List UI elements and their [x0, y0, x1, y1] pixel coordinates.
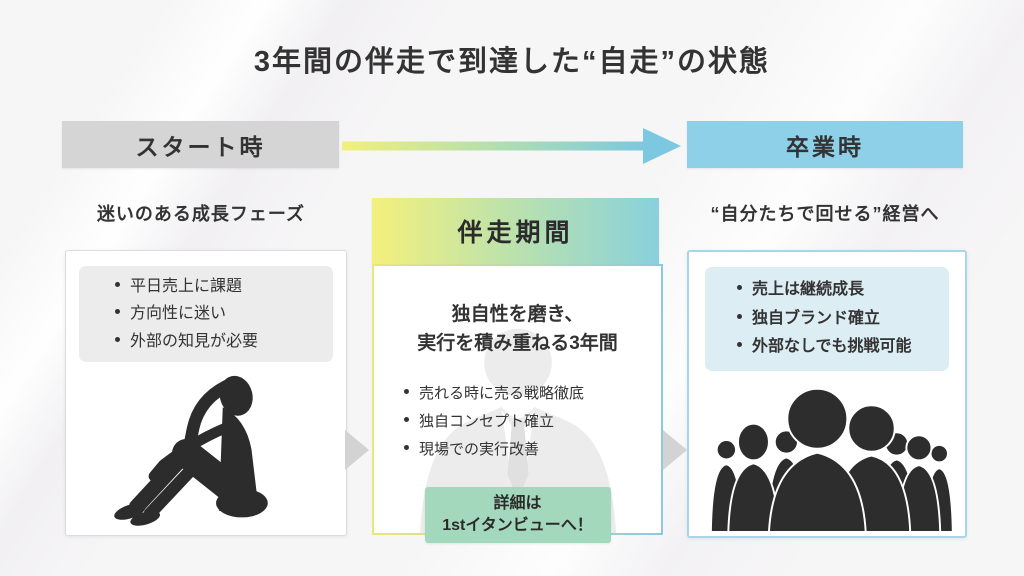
middle-section-card: 独自性を磨き、 実行を積み重ねる3年間 売れる時に売る戦略徹底 独自コンセプト確…	[372, 264, 663, 543]
bullet-text: 平日売上に課題	[130, 277, 243, 295]
bullet-dot-icon	[115, 336, 120, 342]
bullet-dot-icon	[404, 416, 409, 422]
list-item: 売れる時に売る戦略徹底	[404, 380, 584, 408]
people-group-silhouette-icon	[709, 387, 953, 532]
cta-line1: 詳細は	[493, 495, 542, 513]
timeline-start-label: スタート時	[135, 133, 266, 160]
end-section-bullet-list: 売上は継続成長 独自ブランド確立 外部なしでも挑戦可能	[705, 267, 949, 371]
middle-section-bullet-list: 売れる時に売る戦略徹底 独自コンセプト確立 現場での実行改善	[404, 380, 584, 463]
middle-section-header: 伴走期間	[372, 198, 659, 264]
list-item: 平日売上に課題	[115, 273, 333, 301]
bullet-dot-icon	[737, 342, 742, 348]
end-section-heading: “自分たちで回せる”経営へ	[710, 204, 940, 224]
start-section-bullet-list: 平日売上に課題 方向性に迷い 外部の知見が必要	[79, 266, 333, 362]
bullet-text: 現場での実行改善	[419, 440, 540, 458]
timeline-start-header: スタート時	[62, 121, 339, 168]
list-item: 現場での実行改善	[404, 436, 584, 464]
chevron-right-icon	[345, 430, 369, 470]
cta-banner: 詳細は 1stイタンビューへ！	[424, 487, 611, 543]
start-section-heading: 迷いのある成長フェーズ	[96, 204, 306, 224]
bullet-text: 方向性に迷い	[130, 305, 227, 323]
bullet-text: 売上は継続成長	[752, 281, 865, 299]
middle-summary-line1: 独自性を磨き、	[451, 304, 584, 325]
bullet-text: 外部の知見が必要	[130, 332, 259, 350]
chevron-right-icon	[663, 430, 687, 470]
list-item: 独自ブランド確立	[737, 305, 949, 333]
list-item: 独自コンセプト確立	[404, 408, 584, 436]
bullet-text: 独自コンセプト確立	[419, 412, 555, 430]
cta-line2: 1stイタンビューへ！	[442, 517, 593, 534]
end-section-card: 売上は継続成長 独自ブランド確立 外部なしでも挑戦可能	[687, 250, 967, 538]
page-title: 3年間の伴走で到達した“自走”の状態	[253, 46, 771, 78]
bullet-dot-icon	[737, 285, 742, 291]
middle-section-heading: 伴走期間	[457, 219, 574, 247]
bullet-dot-icon	[737, 313, 742, 319]
bullet-text: 独自ブランド確立	[752, 309, 881, 327]
list-item: 売上は継続成長	[737, 276, 949, 304]
bullet-dot-icon	[115, 281, 120, 287]
middle-summary: 独自性を磨き、 実行を積み重ねる3年間	[374, 300, 661, 359]
middle-summary-line2: 実行を積み重ねる3年間	[417, 333, 618, 355]
bullet-dot-icon	[404, 444, 409, 450]
list-item: 外部なしでも挑戦可能	[737, 333, 949, 361]
bullet-text: 外部なしでも挑戦可能	[752, 338, 912, 356]
timeline-end-label: 卒業時	[786, 133, 864, 160]
timeline-end-header: 卒業時	[687, 121, 963, 168]
bullet-dot-icon	[404, 389, 409, 394]
bullet-dot-icon	[115, 309, 120, 315]
sitting-person-silhouette-icon	[114, 375, 268, 526]
list-item: 外部の知見が必要	[115, 328, 333, 356]
bullet-text: 売れる時に売る戦略徹底	[419, 385, 585, 402]
timeline-arrow-icon	[342, 128, 681, 164]
list-item: 方向性に迷い	[115, 300, 333, 328]
start-section-card: 平日売上に課題 方向性に迷い 外部の知見が必要	[65, 250, 347, 536]
